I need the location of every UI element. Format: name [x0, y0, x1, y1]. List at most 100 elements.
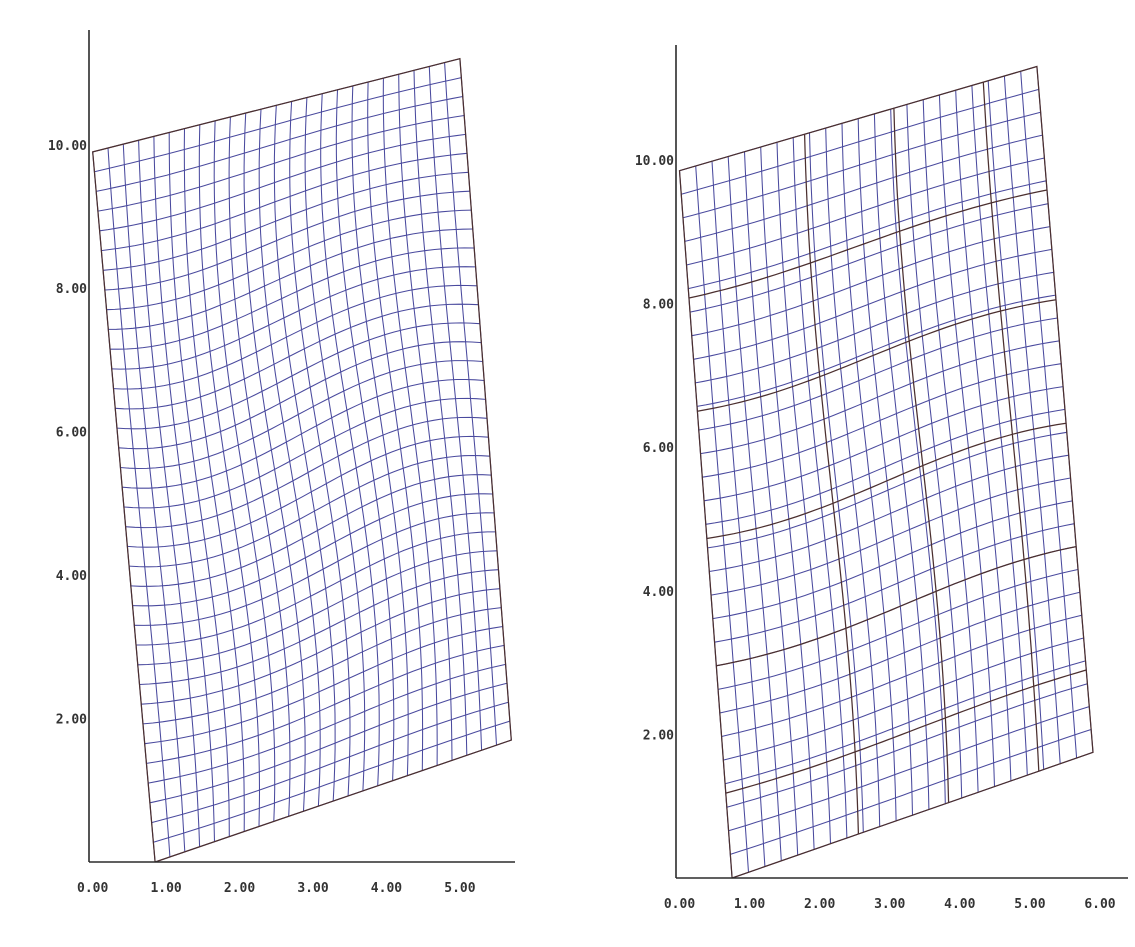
y-tick-label: 4.00 — [643, 585, 674, 600]
mesh-line-j — [717, 568, 1079, 690]
mesh-line-i — [792, 137, 848, 839]
mesh-line-j — [134, 512, 495, 626]
mesh-line-j — [700, 340, 1060, 455]
mesh-line-i — [258, 109, 321, 807]
mesh-line-j — [95, 95, 463, 192]
mesh-line-i — [335, 89, 395, 781]
mesh-line-j — [714, 523, 1075, 643]
x-ticks-right: 0.00 1.00 2.00 3.00 4.00 5.00 6.00 — [664, 897, 1116, 912]
x-tick-label: 4.00 — [371, 881, 402, 896]
mesh-line-i — [367, 81, 424, 771]
mesh-line-i — [351, 85, 409, 776]
y-tick-label: 8.00 — [56, 282, 87, 297]
mesh-line-j — [101, 152, 468, 252]
mesh-grid-right — [678, 65, 1094, 879]
mesh-line-j — [149, 682, 508, 804]
mesh-line-i — [906, 104, 963, 799]
mesh-line-j — [681, 88, 1039, 195]
block-edge — [803, 134, 860, 835]
mesh-line-i — [122, 144, 186, 852]
y-tick-label: 10.00 — [48, 139, 87, 154]
mesh-line-j — [705, 408, 1065, 525]
mesh-line-j — [726, 683, 1088, 808]
block-edge — [716, 545, 1077, 667]
y-tick-label: 4.00 — [56, 569, 87, 584]
mesh-line-j — [142, 607, 502, 725]
mesh-line-i — [138, 140, 201, 847]
mesh-line-i — [304, 97, 366, 791]
mesh-line-j — [94, 77, 462, 173]
mesh-line-i — [382, 78, 438, 766]
mesh-line-j — [113, 284, 478, 390]
mesh-line-i — [695, 165, 750, 873]
mesh-line-j — [724, 660, 1086, 785]
x-tick-label: 4.00 — [944, 897, 975, 912]
x-tick-label: 1.00 — [150, 881, 181, 896]
mesh-line-j — [99, 133, 466, 232]
mesh-line-j — [710, 477, 1071, 596]
x-tick-label: 3.00 — [874, 897, 905, 912]
mesh-line-i — [922, 99, 979, 793]
block-edge — [697, 299, 1057, 412]
mesh-line-j — [104, 190, 470, 291]
mesh-line-i — [743, 151, 799, 856]
mesh-line-j — [110, 247, 475, 350]
mesh-line-j — [686, 157, 1045, 266]
mesh-line-j — [721, 614, 1082, 738]
mesh-line-j — [116, 322, 480, 430]
x-tick-label: 2.00 — [804, 897, 835, 912]
mesh-line-j — [730, 729, 1092, 855]
mesh-line-j — [728, 706, 1090, 832]
mesh-line-i — [1020, 71, 1078, 759]
y-tick-label: 6.00 — [56, 426, 87, 441]
mesh-line-j — [120, 360, 483, 470]
y-tick-label: 6.00 — [643, 441, 674, 456]
mesh-line-j — [132, 493, 493, 607]
mesh-line-j — [723, 637, 1084, 761]
mesh-line-j — [709, 454, 1069, 573]
mesh-line-j — [707, 431, 1067, 549]
x-tick-label: 1.00 — [734, 897, 765, 912]
domain-boundary — [678, 65, 1094, 879]
block-edge — [982, 82, 1040, 772]
mesh-line-i — [107, 147, 171, 857]
y-tick-label: 2.00 — [643, 728, 674, 743]
x-tick-label: 0.00 — [77, 881, 108, 896]
mesh-line-j — [118, 341, 482, 450]
x-tick-label: 3.00 — [297, 881, 328, 896]
mesh-line-j — [146, 644, 505, 764]
mesh-line-i — [873, 113, 930, 810]
mesh-line-i — [971, 85, 1028, 776]
x-tick-label: 6.00 — [1084, 897, 1115, 912]
mesh-line-j — [691, 226, 1051, 337]
mesh-line-j — [136, 531, 496, 646]
mesh-line-j — [127, 435, 489, 548]
mesh-line-j — [108, 228, 473, 330]
x-tick-label: 0.00 — [664, 897, 695, 912]
x-tick-label: 5.00 — [1014, 897, 1045, 912]
mesh-line-j — [111, 266, 476, 370]
x-tick-label: 5.00 — [444, 881, 475, 896]
mesh-line-i — [243, 113, 306, 812]
mesh-line-j — [125, 416, 488, 529]
mesh-line-j — [137, 550, 498, 666]
mesh-line-j — [695, 271, 1054, 384]
mesh-line-i — [153, 136, 216, 842]
mesh-line-j — [703, 386, 1064, 502]
mesh-line-j — [693, 248, 1052, 360]
mesh-line-j — [148, 663, 506, 784]
mesh-line-j — [698, 317, 1058, 431]
mesh-line-j — [123, 397, 486, 509]
mesh-line-j — [106, 209, 472, 311]
x-tick-label: 2.00 — [224, 881, 255, 896]
mesh-line-i — [428, 66, 483, 751]
mesh-line-j — [130, 474, 492, 587]
mesh-line-j — [719, 591, 1081, 714]
mesh-line-j — [141, 588, 500, 705]
mesh-line-j — [688, 180, 1047, 290]
mesh-grid-left — [92, 57, 512, 863]
